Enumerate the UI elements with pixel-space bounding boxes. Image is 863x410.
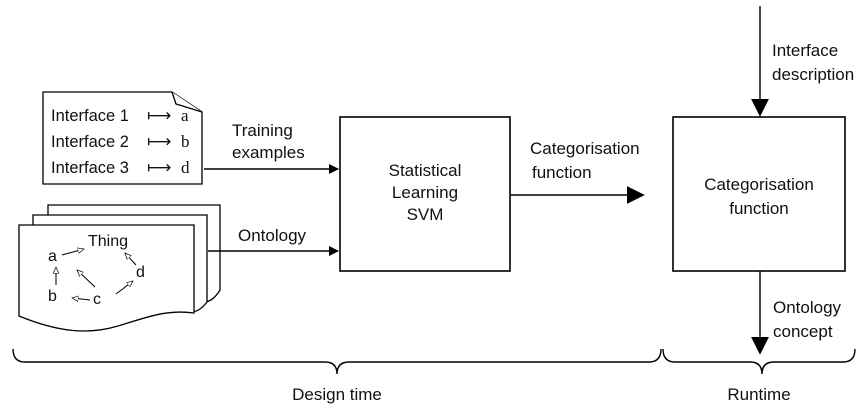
training-examples-label-line1: Training xyxy=(232,121,293,140)
edge-c-to-d xyxy=(115,281,133,295)
edge-c-to-b xyxy=(72,298,91,300)
ontology-documents: Thing a b c d xyxy=(18,204,221,332)
maps-to-arrow-1: ⟼ xyxy=(147,106,171,125)
maps-to-arrow-2: ⟼ xyxy=(147,132,171,151)
learner-label-line1: Statistical xyxy=(389,161,462,180)
ontology-graph: Thing a b c d xyxy=(48,233,145,308)
ontology-concept-label-line1: Ontology xyxy=(773,298,842,317)
edge-a-to-thing xyxy=(61,249,84,256)
categorisation-arrow-label-line1: Categorisation xyxy=(530,139,640,158)
training-row-2-label: Interface 2 xyxy=(51,133,129,151)
runtime-label: Runtime xyxy=(727,385,790,404)
ontology-node-a: a xyxy=(48,248,57,265)
interface-description-label-line2: description xyxy=(772,65,854,84)
categorisation-function-box: Categorisation function xyxy=(672,116,846,272)
ontology-concept-label-line2: concept xyxy=(773,322,833,341)
ontology-node-thing: Thing xyxy=(88,233,128,250)
categoriser-label-line1: Categorisation xyxy=(704,175,814,194)
ontology-node-d: d xyxy=(136,264,145,281)
edge-c-to-a xyxy=(77,270,96,288)
training-examples-document: Interface 1 ⟼ a Interface 2 ⟼ b Interfac… xyxy=(42,91,203,185)
ontology-node-c: c xyxy=(93,291,101,308)
edge-d-to-thing xyxy=(125,253,137,266)
design-time-label: Design time xyxy=(292,385,382,404)
training-examples-label-line2: examples xyxy=(232,143,305,162)
training-row-3: Interface 3 ⟼ d xyxy=(51,158,190,177)
training-row-2-category: b xyxy=(181,132,190,151)
statistical-learning-box: Statistical Learning SVM xyxy=(339,116,511,272)
training-row-1-label: Interface 1 xyxy=(51,107,129,125)
training-row-1: Interface 1 ⟼ a xyxy=(51,106,189,125)
training-row-1-category: a xyxy=(181,106,189,125)
interface-description-label-line1: Interface xyxy=(772,41,838,60)
learner-label-line2: Learning xyxy=(392,183,458,202)
training-row-2: Interface 2 ⟼ b xyxy=(51,132,190,151)
categoriser-label-line2: function xyxy=(729,199,789,218)
training-row-3-label: Interface 3 xyxy=(51,159,129,177)
training-row-3-category: d xyxy=(181,158,190,177)
learner-label-line3: SVM xyxy=(407,205,444,224)
ontology-node-b: b xyxy=(48,288,57,305)
categorisation-arrow-label-line2: function xyxy=(532,163,592,182)
runtime-brace xyxy=(662,348,856,375)
design-time-brace xyxy=(12,348,662,375)
maps-to-arrow-3: ⟼ xyxy=(147,158,171,177)
ontology-arrow-label: Ontology xyxy=(238,226,307,245)
ontology-page-front xyxy=(18,224,195,332)
